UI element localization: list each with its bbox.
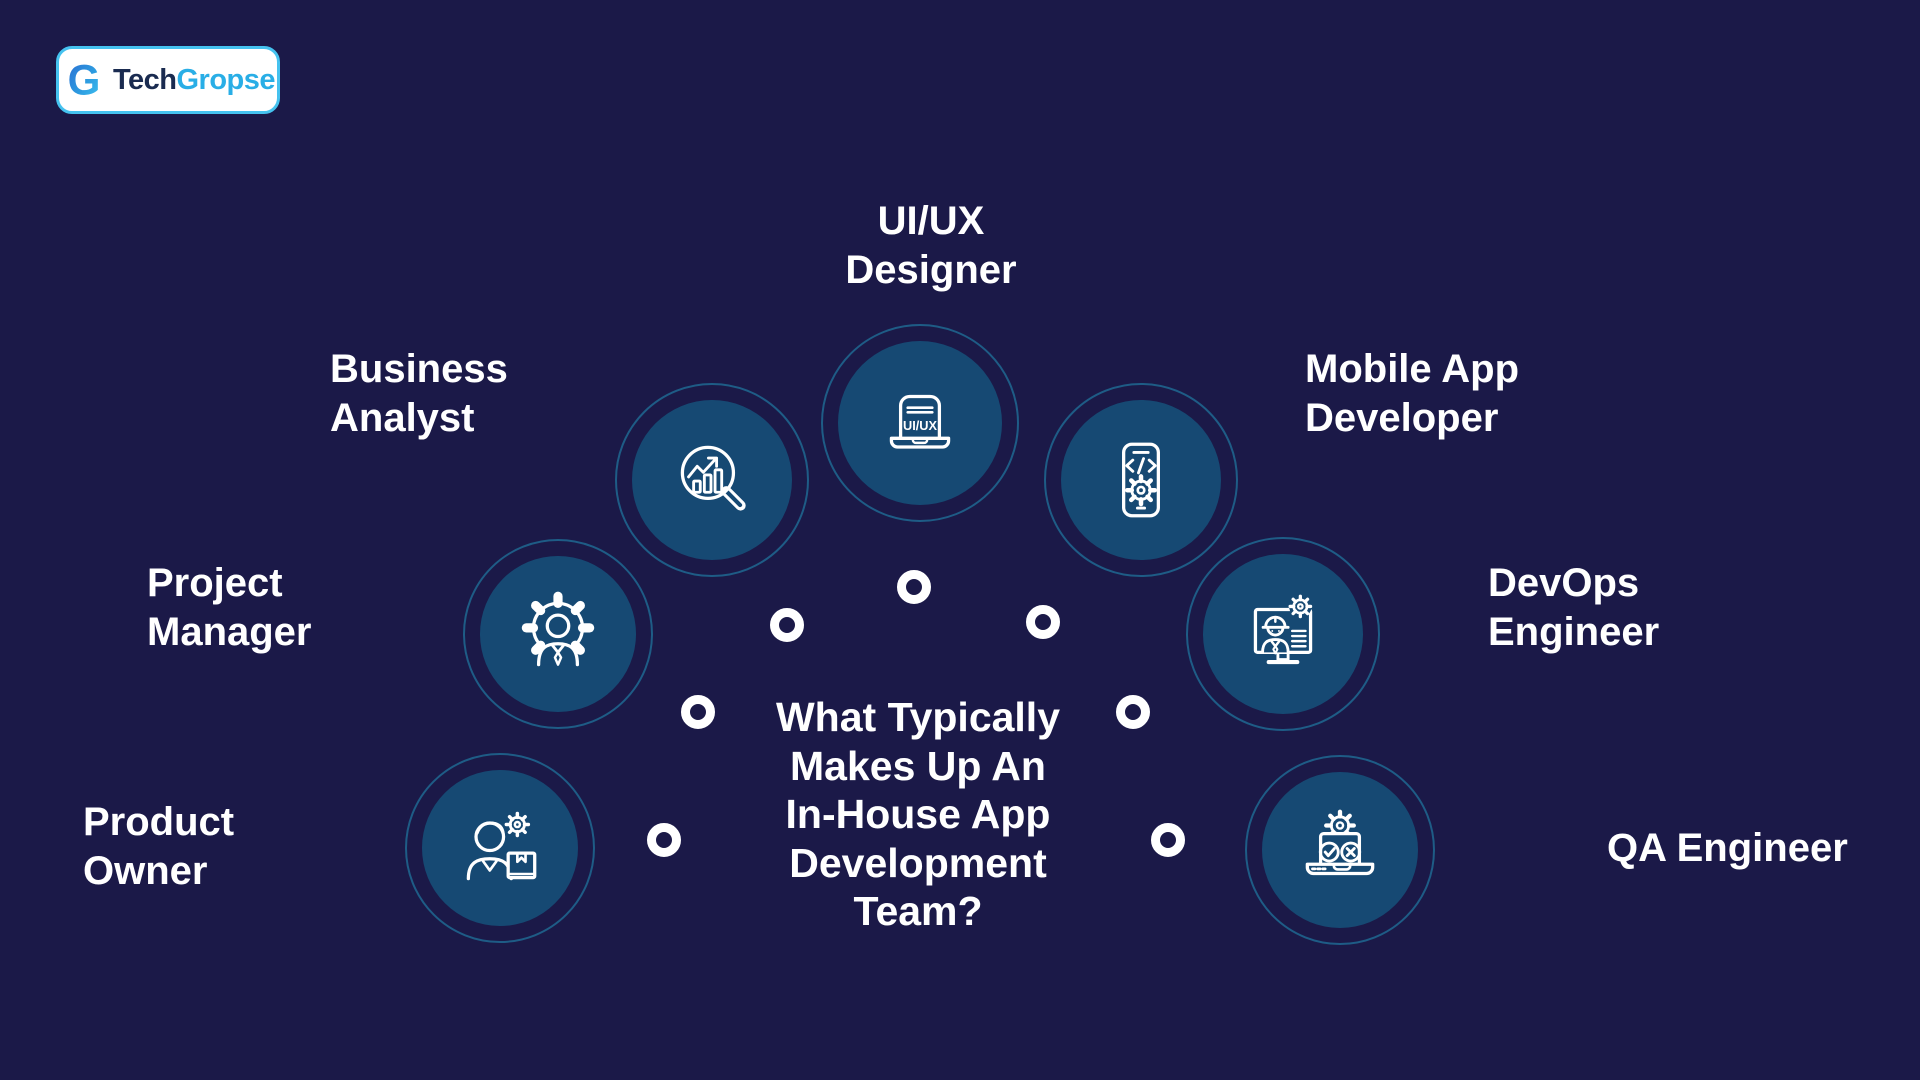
- title-line: Development: [789, 839, 1047, 886]
- ring-dot: [681, 695, 715, 729]
- role-bubble-uiux-designer: UI/UX: [821, 324, 1019, 522]
- role-label-uiux-designer: UI/UX Designer: [845, 199, 1017, 292]
- ring-dot: [647, 823, 681, 857]
- svg-text:G: G: [68, 57, 101, 103]
- phone-code-gear-icon: [1122, 442, 1160, 518]
- role-bubble-business-analyst: [615, 383, 809, 577]
- ring-dot: [1116, 695, 1150, 729]
- logo-g-icon: G: [68, 57, 101, 103]
- techgropse-logo: G TechGropse: [56, 46, 280, 114]
- person-gear-package-icon: [466, 811, 537, 881]
- title-line: What Typically: [775, 694, 1061, 740]
- role-label-project-manager: Project Manager: [147, 561, 312, 654]
- gear-person-icon: [521, 591, 595, 667]
- role-bubble-mobile-app-developer: [1044, 383, 1238, 577]
- center-title: What Typically Makes Up An In-House App …: [743, 693, 1093, 936]
- title-line: Team?: [853, 888, 983, 934]
- ring-dot: [770, 608, 804, 642]
- logo-text-tech: Tech: [112, 63, 177, 96]
- svg-text:UI/UX: UI/UX: [903, 418, 938, 433]
- laptop-gear-check-cross-icon: [1305, 809, 1375, 876]
- role-bubble-product-owner: [405, 753, 595, 943]
- role-label-mobile-app-developer: Mobile App Developer: [1305, 347, 1520, 440]
- role-label-business-analyst: Business Analyst: [330, 347, 508, 440]
- title-line: Makes Up An: [790, 742, 1046, 789]
- magnifier-trend-chart-icon: [680, 445, 746, 511]
- ring-dot: [897, 570, 931, 604]
- ring-dot: [1026, 605, 1060, 639]
- role-label-devops-engineer: DevOps Engineer: [1488, 561, 1660, 654]
- role-label-product-owner: Product Owner: [83, 800, 235, 893]
- role-bubble-project-manager: [463, 539, 653, 729]
- ring-dot: [1151, 823, 1185, 857]
- role-bubble-qa-engineer: [1245, 755, 1435, 945]
- logo-text-gropse: Gropse: [176, 63, 276, 96]
- laptop-uiux-icon: UI/UX: [889, 394, 951, 449]
- role-label-qa-engineer: QA Engineer: [1607, 826, 1848, 870]
- monitor-engineer-gear-icon: [1253, 594, 1313, 665]
- role-bubble-devops-engineer: [1186, 537, 1380, 731]
- logo-wordmark: TechGropse: [112, 63, 276, 97]
- title-line: In-House App: [785, 791, 1051, 837]
